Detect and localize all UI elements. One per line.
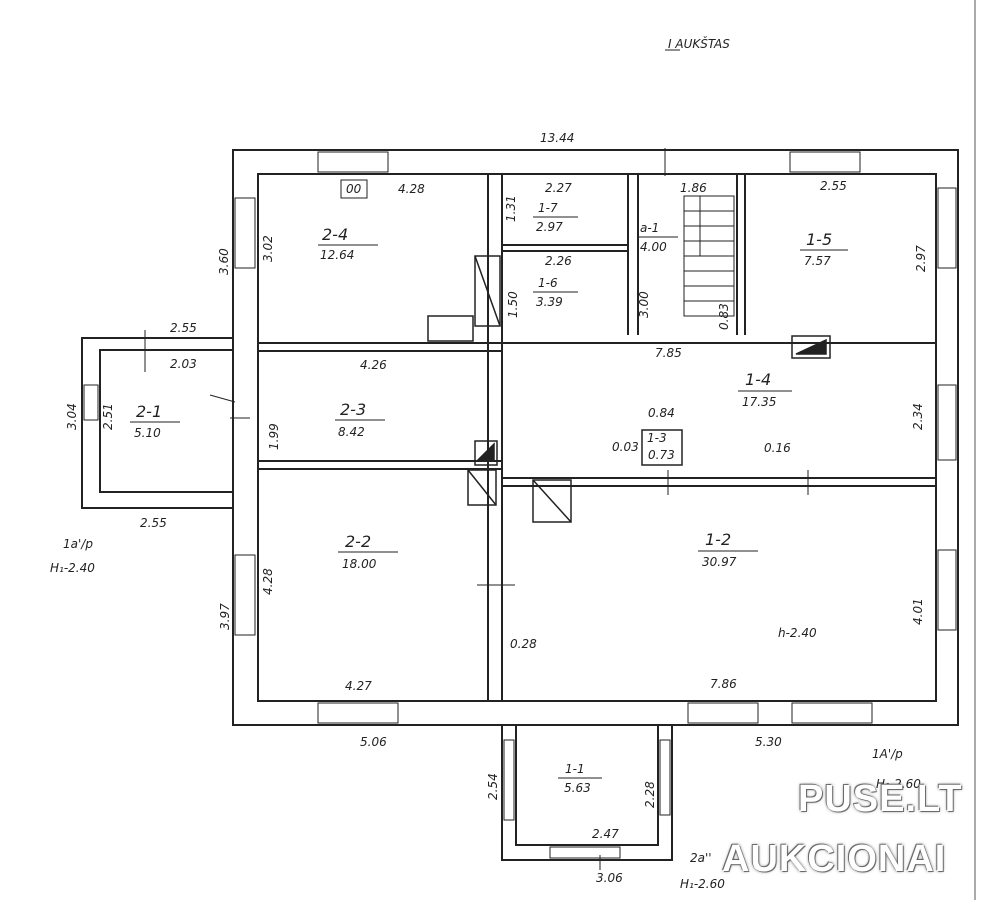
dimension-label: 2.97 xyxy=(914,245,928,272)
dimension-label: 0.03 xyxy=(612,440,639,454)
room-area-label: 5.63 xyxy=(564,781,591,795)
dimension-label: 3.02 xyxy=(261,235,275,262)
dimension-label: 2.47 xyxy=(592,827,619,841)
dimension-label: 3.60 xyxy=(217,248,231,275)
dimension-label: 4.28 xyxy=(398,182,425,196)
dimension-label: 2.54 xyxy=(486,773,500,800)
dimension-label: 0.16 xyxy=(764,441,791,455)
dimension-label: 7.85 xyxy=(655,346,682,360)
left-annex-label: 1a'/p xyxy=(63,537,93,551)
dimension-label: 5.06 xyxy=(360,735,387,749)
room-area-label: 3.39 xyxy=(536,295,563,309)
windows xyxy=(83,151,957,859)
dimension-label: 2.55 xyxy=(170,321,197,335)
dimension-label: 2.34 xyxy=(911,403,925,430)
watermark-line2: AUKCIONAI xyxy=(722,838,947,880)
dimension-ticks xyxy=(144,148,809,870)
room-id-label: 2-4 xyxy=(322,225,348,244)
room-area-label: 0.73 xyxy=(648,448,675,462)
dimension-label: 1.50 xyxy=(506,291,520,318)
dimension-label: 1.31 xyxy=(504,195,518,222)
room-area-label: 30.97 xyxy=(702,555,737,569)
dimension-label: 0.84 xyxy=(648,406,675,420)
room-id-label: 1-3 xyxy=(647,431,667,445)
dimension-label: 2.55 xyxy=(140,516,167,530)
dimension-label: 3.00 xyxy=(637,291,651,318)
left-height-label: H₁-2.40 xyxy=(50,561,95,575)
main-height-label: h-2.40 xyxy=(778,626,817,640)
room-id-label: 1-1 xyxy=(565,762,585,776)
room-area-label: 4.00 xyxy=(640,240,667,254)
room-area-label: 2.97 xyxy=(536,220,563,234)
room-id-label: 2-1 xyxy=(136,402,162,421)
dimension-label: 4.26 xyxy=(360,358,387,372)
left-annex-walls xyxy=(81,337,233,509)
room-area-label: 8.42 xyxy=(338,425,365,439)
dimension-label: 4.28 xyxy=(261,568,275,595)
stairs xyxy=(683,195,735,317)
meter-box xyxy=(340,179,368,199)
dimension-label: 2.28 xyxy=(643,781,657,808)
room-area-label: 7.57 xyxy=(804,254,831,268)
dimension-label: 0.83 xyxy=(717,303,731,330)
dimension-label: 4.27 xyxy=(345,679,372,693)
dimension-label: 2.55 xyxy=(820,179,847,193)
dimension-labels: 4.28 2.27 1.86 2.55 3.60 3.02 1.31 2.26 … xyxy=(65,179,928,885)
room-area-label: 18.00 xyxy=(342,557,377,571)
dimension-label: 1.99 xyxy=(267,423,281,450)
right-annex-label: 1A'/p xyxy=(872,747,903,761)
dimension-label: 3.04 xyxy=(65,403,79,430)
dimension-label: 3.06 xyxy=(596,871,623,885)
watermark-line1: PUSE.LT xyxy=(798,778,963,820)
dimension-label: 2.51 xyxy=(101,403,115,430)
outer-walls xyxy=(232,149,959,726)
room-area-label: 17.35 xyxy=(742,395,776,409)
room-area-label: 12.64 xyxy=(320,248,354,262)
room-id-label: 2-2 xyxy=(345,532,371,551)
room-area-label: 5.10 xyxy=(134,426,161,440)
room-id-label: 1-2 xyxy=(705,530,731,549)
dimension-label: 4.01 xyxy=(911,598,925,625)
dimension-label: 1.86 xyxy=(680,181,707,195)
dimension-label: 5.30 xyxy=(755,735,782,749)
room-labels: 2-4 12.64 1-7 2.97 1-6 3.39 a-1 4.00 1-5… xyxy=(130,201,848,795)
room-id-label: 1-6 xyxy=(538,276,558,290)
floor-title: I AUKŠTAS xyxy=(668,36,730,51)
room-id-label: 2-3 xyxy=(340,400,366,419)
room-id-label: 1-7 xyxy=(538,201,558,215)
room-id-label: 1-4 xyxy=(745,370,771,389)
bottom-annex-label: 2a'' xyxy=(690,851,712,865)
dimension-label: 3.97 xyxy=(218,603,232,630)
dimension-label: 2.27 xyxy=(545,181,572,195)
room-id-label: 1-5 xyxy=(806,230,832,249)
dimension-label: 7.86 xyxy=(710,677,737,691)
dimension-label: 2.03 xyxy=(170,357,197,371)
meter-box-label: 00 xyxy=(346,182,362,196)
dimension-label: 2.26 xyxy=(545,254,572,268)
bottom-height-label: H₁-2.60 xyxy=(680,877,725,891)
right-height-label: H₁-2.60 xyxy=(876,777,921,791)
bottom-annex-walls xyxy=(501,725,673,861)
stoves xyxy=(427,255,831,523)
room-id-label: a-1 xyxy=(640,221,659,235)
overall-dimension: 13.44 xyxy=(540,131,574,145)
dimension-label: 0.28 xyxy=(510,637,537,651)
